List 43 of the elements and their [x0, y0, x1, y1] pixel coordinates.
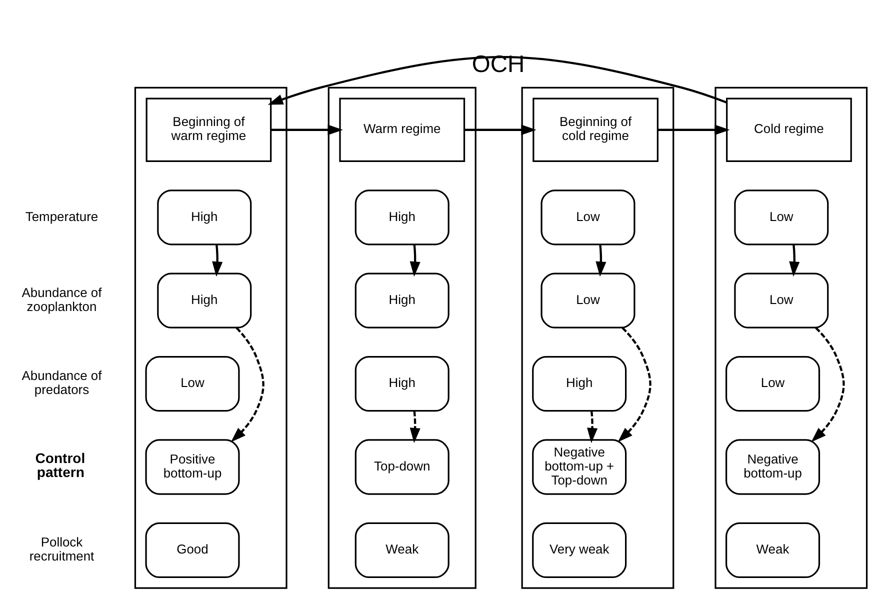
node-box: Low: [540, 272, 636, 328]
arrow: [464, 124, 536, 135]
node-box: Very weak: [532, 522, 627, 578]
arrow: [268, 55, 728, 104]
arrow: [789, 244, 800, 276]
node-box: High: [532, 355, 627, 412]
arrow: [587, 410, 598, 443]
node-box: Low: [734, 189, 829, 245]
label: Control pattern: [35, 450, 86, 480]
node-box: Negative bottom-up + Top-down: [532, 438, 627, 494]
node-box: High: [354, 272, 450, 328]
node-box: Positive bottom-up: [145, 438, 240, 494]
arrow: [212, 244, 223, 276]
node-box: Beginning of cold regime: [532, 97, 658, 162]
arrow: [658, 124, 730, 135]
label: Abundance of zooplankton: [22, 284, 102, 314]
node-box: Low: [726, 355, 820, 412]
arrow: [271, 124, 343, 135]
node-box: Weak: [354, 522, 450, 578]
node-box: Warm regime: [339, 97, 466, 162]
label: Pollock recruitment: [29, 534, 94, 564]
arrow: [811, 326, 845, 442]
node-box: Low: [734, 272, 829, 328]
node-box: Beginning of warm regime: [146, 97, 272, 162]
node-box: Low: [540, 189, 636, 245]
node-box: High: [354, 189, 450, 245]
arrow: [596, 244, 606, 276]
arrow: [410, 410, 420, 443]
node-box: High: [354, 355, 450, 412]
node-box: Weak: [726, 522, 820, 578]
node-box: Good: [145, 522, 240, 578]
node-box: Negative bottom-up: [726, 438, 820, 494]
arrow: [410, 244, 420, 276]
label: Temperature: [25, 208, 98, 224]
arrow: [618, 326, 652, 442]
node-box: Cold regime: [726, 97, 852, 162]
node-box: High: [157, 272, 252, 328]
label: Abundance of predators: [22, 368, 102, 397]
node-box: Top-down: [354, 438, 450, 494]
cluster: [134, 86, 288, 588]
node-box: Low: [145, 355, 240, 412]
arrow: [230, 326, 264, 442]
node-box: High: [157, 189, 252, 245]
